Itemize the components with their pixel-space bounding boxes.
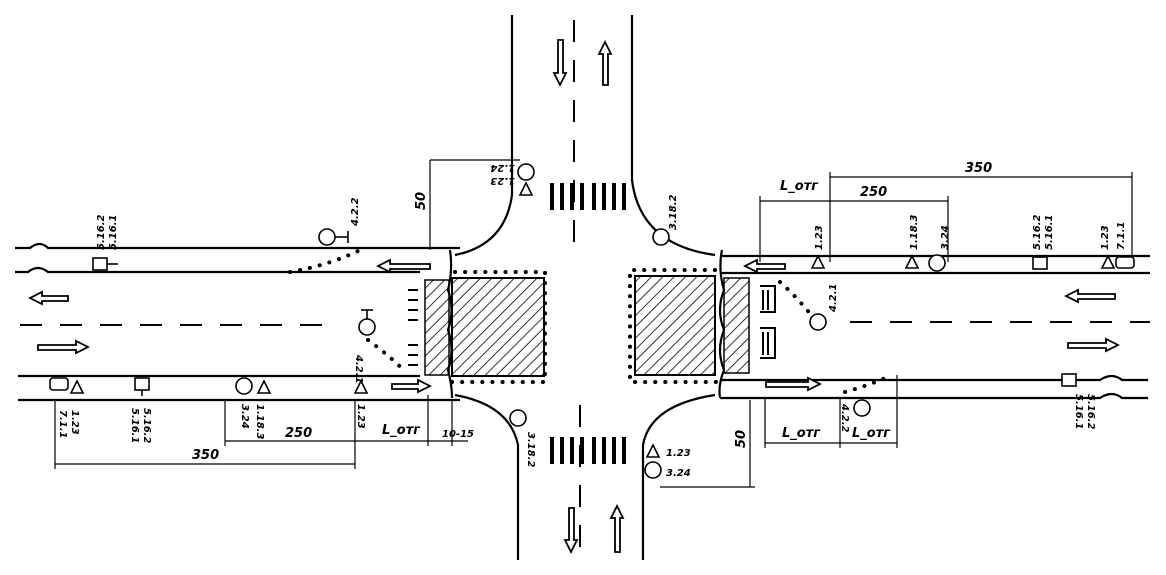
label-left-bot-324: 3.24 xyxy=(239,404,250,429)
dim-lotg-right-bottom-b: L_отг xyxy=(852,426,891,441)
dim-lotg-right-top: L_отг xyxy=(780,179,819,194)
label-bottom-3182: 3.18.2 xyxy=(525,432,536,467)
hatched-areas xyxy=(424,275,750,377)
centerlines xyxy=(20,20,1150,560)
dim-350-left: 350 xyxy=(192,448,219,463)
label-left-bot-123: 1.23 xyxy=(69,410,80,435)
label-left-bot-711: 7.1.1 xyxy=(57,410,68,438)
label-left-bot-1183: 1.18.3 xyxy=(254,404,265,439)
sign-symbols xyxy=(49,163,1135,479)
label-left-top-5161: 5.16.1 xyxy=(108,215,119,250)
label-right-top-1183: 1.18.3 xyxy=(909,215,920,250)
label-left-top-5162: 5.16.2 xyxy=(96,215,107,250)
dim-10-15: 10-15 xyxy=(442,429,474,440)
dim-350-right: 350 xyxy=(965,161,992,176)
label-right-top-324: 3.24 xyxy=(940,225,951,250)
dimension-lines xyxy=(54,159,1133,488)
dotted-boundaries xyxy=(288,248,894,394)
label-right-bot-5161: 5.16.1 xyxy=(1073,394,1084,429)
label-right-bot-5162: 5.16.2 xyxy=(1085,394,1096,429)
label-right-bot-422: 4.2.2 xyxy=(839,403,850,433)
label-left-bot-123b: 1.23 xyxy=(355,404,366,429)
dim-250-right: 250 xyxy=(860,185,887,200)
label-top-3182: 3.18.2 xyxy=(668,195,679,230)
label-bottom-123: 1.23 xyxy=(666,448,691,459)
label-left-top-422: 4.2.2 xyxy=(350,197,361,227)
label-right-top-5161: 5.16.1 xyxy=(1044,215,1055,250)
direction-arrows xyxy=(27,39,1121,555)
dim-lotg-right-bottom-a: L_отг xyxy=(782,426,821,441)
label-bottom-324: 3.24 xyxy=(666,468,691,479)
dim-250-left: 250 xyxy=(285,426,312,441)
dim-lotg-left-bottom: L_отг xyxy=(382,423,421,438)
small-markings xyxy=(408,285,776,366)
label-top-123: 1.23 xyxy=(490,175,515,186)
dimension-labels: 350 250 L_отг 50 350 250 L_отг 10-15 50 … xyxy=(192,161,992,463)
label-right-top-123: 1.23 xyxy=(814,225,825,250)
label-right-top-711: 7.1.1 xyxy=(1116,222,1127,250)
dim-50-bottom: 50 xyxy=(734,430,749,448)
label-left-mid-421: 4.2.1 xyxy=(353,354,364,383)
dim-50-top: 50 xyxy=(414,192,429,210)
road-outlines xyxy=(15,15,1150,560)
crosswalks xyxy=(550,183,626,464)
label-top-124: 1.24 xyxy=(490,162,515,173)
label-right-top-5162: 5.16.2 xyxy=(1032,215,1043,250)
label-left-bot-5162: 5.16.2 xyxy=(141,408,152,443)
sign-labels: 5.16.2 5.16.1 4.2.2 4.2.1 7.1.1 1.23 5.1… xyxy=(57,162,1127,479)
label-right-top-123b: 1.23 xyxy=(1100,225,1111,250)
label-right-mid-421: 4.2.1 xyxy=(828,284,839,313)
label-left-bot-5161: 5.16.1 xyxy=(129,408,140,443)
